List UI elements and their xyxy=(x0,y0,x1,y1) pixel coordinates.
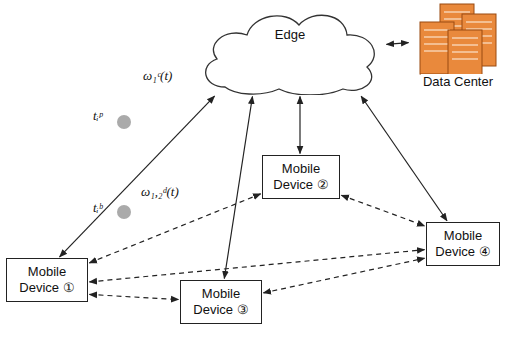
node-text: Mobile Device ① xyxy=(7,264,87,295)
edge-link xyxy=(386,43,408,45)
server-slot xyxy=(466,21,492,22)
packet-dot xyxy=(117,205,131,219)
edge-link xyxy=(224,96,252,278)
server-slot xyxy=(452,51,478,52)
packet-dot xyxy=(117,115,131,129)
node-text: Mobile Device ② xyxy=(263,161,339,192)
time-label: tᵢᵖ xyxy=(92,108,103,124)
edge-cloud: Edge xyxy=(195,5,385,95)
node-text: Mobile Device ④ xyxy=(427,228,499,259)
edge-link xyxy=(60,96,215,257)
d2d-link xyxy=(341,195,424,226)
d2d-link xyxy=(89,250,424,282)
time-label: tᵢᵇ xyxy=(92,200,103,216)
node-text: Mobile Device ③ xyxy=(181,286,261,317)
cloud-outline xyxy=(195,5,385,95)
data-center: Data Center xyxy=(410,0,506,92)
device-box: Mobile Device ④ xyxy=(426,222,500,266)
d2d-link xyxy=(89,194,260,263)
server-slot xyxy=(424,29,450,30)
edge-link xyxy=(361,96,447,221)
device-box: Mobile Device ① xyxy=(6,258,88,302)
link-rate-label: ω₁ᶜ(t) xyxy=(142,68,173,84)
device-box: Mobile Device ③ xyxy=(180,280,262,324)
node-text: Edge xyxy=(273,27,307,43)
server-slot xyxy=(424,50,450,51)
cloud-shape xyxy=(206,15,375,95)
d2d-link xyxy=(263,258,424,293)
server-slot xyxy=(424,43,450,44)
server-slot xyxy=(466,28,492,29)
link-rate-label: ω₁,₂ᵈ(t) xyxy=(140,184,180,200)
server-slot xyxy=(444,11,470,12)
server-slot xyxy=(424,36,450,37)
server-slot xyxy=(452,44,478,45)
d2d-link xyxy=(89,294,178,299)
server-slot xyxy=(452,58,478,59)
edge-link xyxy=(299,97,300,154)
node-text: Data Center xyxy=(421,74,495,90)
server-slot xyxy=(452,37,478,38)
device-box: Mobile Device ② xyxy=(262,155,340,199)
